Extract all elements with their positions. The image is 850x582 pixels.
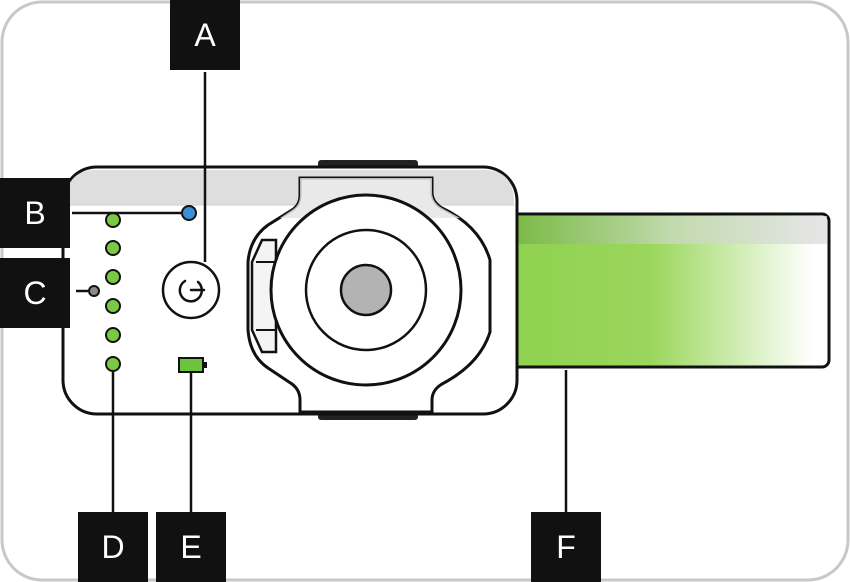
camera-housing	[246, 176, 492, 414]
level-led-icon	[105, 212, 121, 228]
level-led-icon	[105, 327, 121, 343]
callout-c: C	[0, 258, 70, 328]
power-icon	[178, 279, 206, 303]
power-button	[161, 260, 221, 320]
battery-icon	[178, 357, 207, 373]
level-led-icon	[105, 298, 121, 314]
usb-connector	[503, 212, 831, 369]
callout-f: F	[531, 512, 601, 582]
level-led-icon	[105, 269, 121, 285]
lens-center	[339, 263, 393, 317]
callout-d: D	[78, 512, 148, 582]
callout-a: A	[170, 0, 240, 70]
level-led-icon	[105, 356, 121, 372]
leader-lines	[72, 72, 568, 512]
level-led-icon	[105, 240, 121, 256]
callout-e: E	[156, 512, 226, 582]
reset-pinhole-icon	[88, 285, 100, 297]
callout-b: B	[0, 178, 70, 248]
status-led-icon	[181, 205, 197, 221]
